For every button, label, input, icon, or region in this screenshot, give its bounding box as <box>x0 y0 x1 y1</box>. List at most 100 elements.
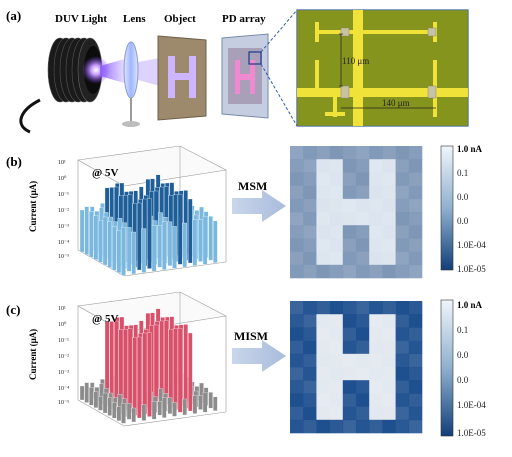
map-pixel <box>342 380 357 394</box>
map-pixel <box>382 238 396 252</box>
dim-140: 140 μm <box>382 98 410 108</box>
map-pixel <box>290 406 304 421</box>
map-pixel <box>395 393 410 407</box>
svg-text:10⁰: 10⁰ <box>58 175 67 182</box>
bar <box>167 221 173 266</box>
map-pixel <box>290 327 304 341</box>
map-pixel <box>316 185 330 200</box>
map-pixel <box>408 353 423 368</box>
map-pixel <box>342 264 357 279</box>
panel-b-bias: @ 5V <box>92 167 118 179</box>
map-pixel <box>303 406 317 421</box>
map-pixel <box>382 251 396 266</box>
map-pixel <box>395 198 410 213</box>
map-pixel <box>290 146 304 160</box>
map-pixel <box>382 185 396 200</box>
map-pixel <box>303 327 317 341</box>
map-pixel <box>395 225 410 239</box>
map-pixel <box>369 238 383 252</box>
map-pixel <box>329 301 344 315</box>
map-pixel <box>316 380 330 394</box>
map-pixel <box>369 251 383 266</box>
map-pixel <box>356 406 370 421</box>
map-pixel <box>303 225 317 239</box>
map-pixel <box>303 264 317 279</box>
map-pixel <box>290 264 304 279</box>
map-pixel <box>290 238 304 252</box>
map-pixel <box>342 159 357 173</box>
map-pixel <box>329 380 344 394</box>
bar <box>116 230 122 273</box>
map-pixel <box>342 340 357 355</box>
map-pixel <box>316 251 330 266</box>
map-pixel <box>382 393 396 407</box>
map-pixel <box>342 185 357 200</box>
map-pixel <box>382 198 396 213</box>
map-pixel <box>408 238 423 252</box>
map-pixel <box>329 393 344 407</box>
label-duv-light: DUV Light <box>55 13 107 25</box>
svg-text:10⁻³: 10⁻³ <box>58 224 69 230</box>
bar <box>126 227 132 272</box>
map-pixel <box>316 419 330 434</box>
map-pixel <box>356 353 370 368</box>
bar <box>107 397 112 416</box>
panel-c-ylabel: Current (μA) <box>28 329 38 380</box>
bar <box>157 225 162 268</box>
bar <box>147 198 152 269</box>
map-pixel <box>329 314 344 328</box>
map-pixel <box>382 353 396 368</box>
map-pixel <box>356 264 370 279</box>
map-pixel <box>382 406 396 421</box>
map-pixel <box>316 212 330 226</box>
map-pixel <box>329 264 344 279</box>
map-pixel <box>395 380 410 394</box>
map-pixel <box>316 146 330 160</box>
map-pixel <box>290 314 304 328</box>
map-pixel <box>342 225 357 239</box>
bar <box>114 320 119 406</box>
map-pixel <box>316 198 330 213</box>
map-pixel <box>342 238 357 252</box>
map-pixel <box>342 301 357 315</box>
map-pixel <box>316 367 330 381</box>
map-pixel <box>356 251 370 266</box>
map-pixel <box>395 185 410 200</box>
bar <box>202 392 208 413</box>
bar <box>104 321 110 400</box>
svg-text:1.0E-04: 1.0E-04 <box>457 400 486 410</box>
map-pixel <box>356 146 370 160</box>
svg-text:10¹: 10¹ <box>58 160 66 166</box>
map-pixel <box>290 419 304 434</box>
bar <box>213 220 218 263</box>
arrow-mism <box>232 340 286 372</box>
map-pixel <box>408 212 423 226</box>
map-pixel <box>408 393 423 407</box>
map-pixel <box>408 225 423 239</box>
map-pixel <box>342 251 357 266</box>
map-pixel <box>356 185 370 200</box>
svg-text:10⁻⁴: 10⁻⁴ <box>58 386 69 392</box>
bar <box>98 220 103 263</box>
bar <box>151 401 157 420</box>
map-pixel <box>303 238 317 252</box>
map-pixel <box>408 314 423 328</box>
svg-text:0.0: 0.0 <box>457 350 469 360</box>
lens <box>122 41 140 127</box>
map-pixel <box>290 353 304 368</box>
bar <box>107 221 112 268</box>
label-lens: Lens <box>123 13 146 25</box>
map-pixel <box>303 340 317 355</box>
map-pixel <box>395 314 410 328</box>
bar <box>141 404 147 421</box>
svg-text:0.0: 0.0 <box>457 216 469 226</box>
bar <box>102 216 108 266</box>
bar <box>177 194 183 265</box>
bar <box>79 209 85 253</box>
bar <box>173 328 178 410</box>
image-map-mism <box>290 301 423 434</box>
bar <box>208 216 213 261</box>
map-pixel <box>342 314 357 328</box>
panel-c-bias: @ 5V <box>92 313 118 325</box>
map-pixel <box>342 419 357 434</box>
